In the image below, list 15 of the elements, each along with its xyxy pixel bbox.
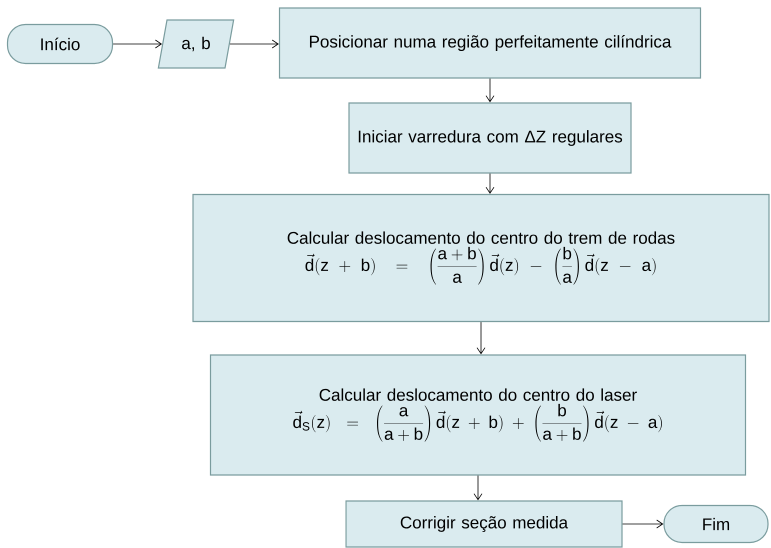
- arrow: [476, 322, 486, 354]
- process-box: Calcular deslocamento do centro do laser $\vec{\mathrm{d}}_{\mathrm{S}}(\mathrm{z}) = \left(\frac{\mathrm{a}}{\mathrm{a}+\mathrm{b}}\right)\vec{\mathrm{d}}(\mathrm{z}+\mathrm{b}) + \left(\frac{\mathrm{b}}{\mathrm{a}+\mathrm{b}}\right)\vec{\mathrm{d}}(\mathrm{z}-\mathrm{a})$: [210, 354, 746, 476]
- arrow: [486, 173, 494, 194]
- process-box: Posicionar numa região perfeitamente cilíndrica: [278, 7, 702, 79]
- process-box: Calcular deslocamento do centro do trem de rodas $\vec{\mathrm{d}}(\mathrm{z}+\mathrm{b}) = \left(\frac{\mathrm{a}+\mathrm{b}}{\mathrm{a}}\right)\vec{\mathrm{d}}(\mathrm{z}) - \left(\frac{\mathrm{b}}{\mathrm{a}}\right)\vec{\mathrm{d}}(\mathrm{z}-\mathrm{a})$: [192, 194, 770, 322]
- process-box: Iniciar varredura com ΔZ regulares: [348, 102, 632, 174]
- arrow: [112, 40, 162, 48]
- start-terminal: Início: [6, 24, 114, 64]
- arrow: [474, 475, 482, 500]
- input-parallelogram: a, b: [158, 19, 234, 69]
- arrow: [622, 520, 664, 528]
- end-terminal: Fim: [663, 504, 769, 544]
- process-box: Corrigir seção medida: [345, 500, 623, 548]
- arrow: [486, 78, 494, 102]
- arrow: [230, 40, 279, 48]
